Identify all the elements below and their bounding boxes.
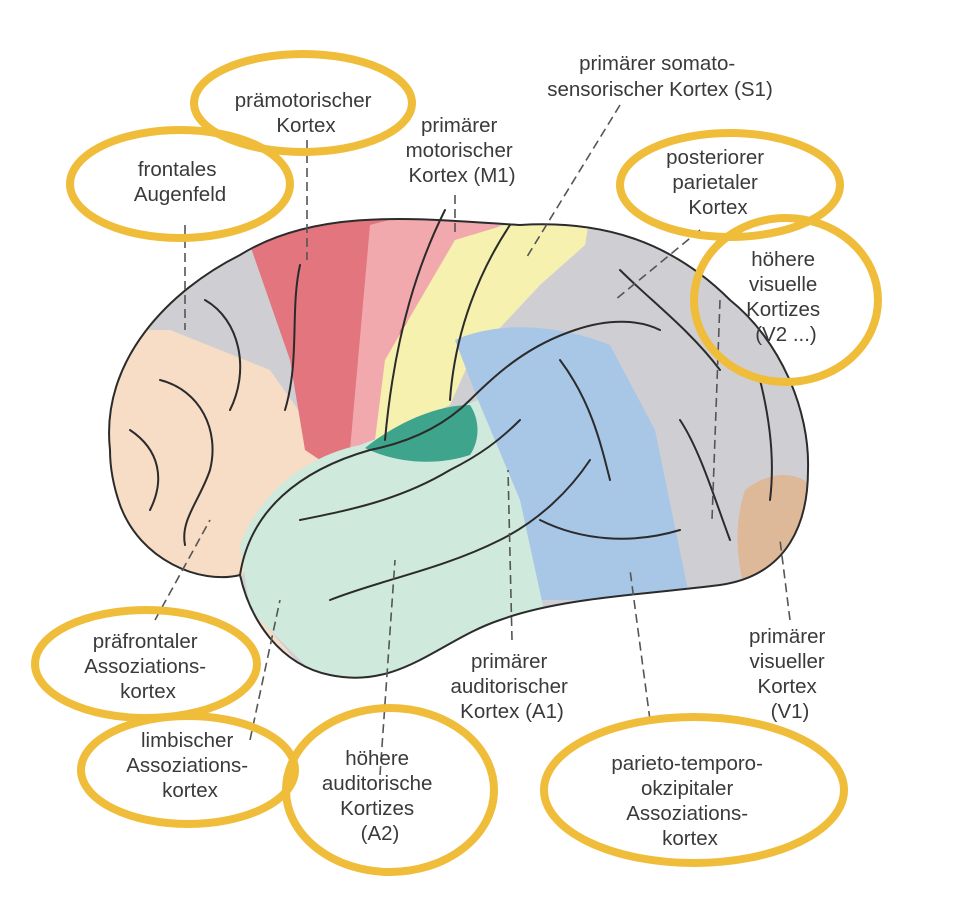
ring-premotor [190, 50, 416, 156]
label-motor: primärer motorischer Kortex (M1) [406, 114, 519, 187]
label-somatosensory: primärer somato- sensorischer Kortex (S1… [547, 52, 773, 101]
region-somatosensory [375, 218, 590, 440]
label-higher-auditory: höhere auditorische Kortizes (A2) [322, 747, 438, 845]
ring-parieto-temporo-occipital [540, 713, 848, 867]
brain-outline [108, 217, 810, 679]
label-premotor: prämotorischer Kortex [235, 89, 377, 137]
label-parieto-temporo-occipital: parieto-temporo- okzipitaler Assoziation… [611, 752, 768, 850]
leader-lines [154, 104, 791, 776]
ring-higher-auditory [282, 704, 498, 876]
label-primary-auditory: primärer auditorischer Kortex (A1) [450, 650, 573, 723]
region-parieto-temporo-occipital [455, 327, 690, 600]
label-prefrontal: präfrontaler Assoziations- kortex [84, 630, 212, 703]
ring-frontal-eye-field [66, 126, 294, 242]
ring-limbic [77, 712, 299, 828]
ring-higher-visual [690, 214, 882, 386]
region-primary-visual [737, 475, 809, 590]
label-limbic: limbischer Assoziations- kortex [126, 729, 254, 802]
highlight-rings [31, 50, 882, 876]
labels: prämotorischer Kortex primärer motorisch… [84, 52, 831, 850]
label-frontal-eye-field: frontales Augenfeld [134, 158, 226, 206]
label-higher-visual: höhere visuelle Kortizes (V2 ...) [746, 248, 826, 346]
label-posterior-parietal: posteriorer parietaler Kortex [666, 146, 770, 219]
label-primary-visual: primärer visueller Kortex (V1) [749, 625, 831, 723]
brain-sulci [129, 209, 773, 601]
